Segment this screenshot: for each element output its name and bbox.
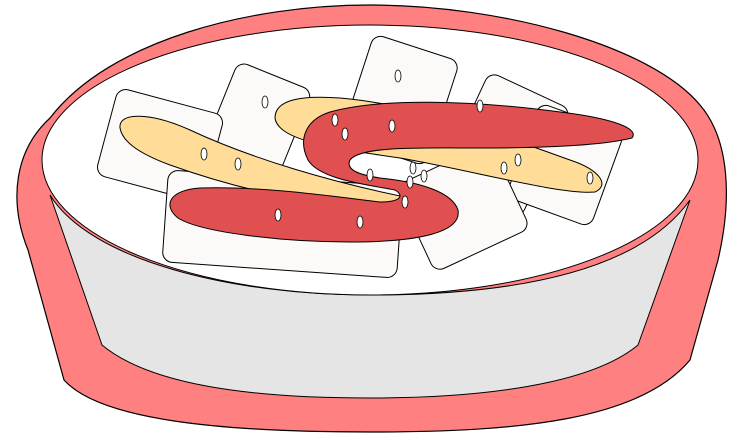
sesame-seed xyxy=(420,169,428,183)
sesame-seed xyxy=(331,113,339,127)
sesame-seeds xyxy=(200,69,594,229)
sesame-seed xyxy=(514,153,522,167)
sesame-seed xyxy=(261,95,269,109)
bowl-side-wall xyxy=(49,194,691,399)
red-strip xyxy=(169,101,634,243)
sesame-seed xyxy=(401,195,409,209)
sesame-seed xyxy=(366,168,374,182)
sesame-seed xyxy=(200,147,208,161)
sesame-seed xyxy=(406,175,414,189)
sesame-seed xyxy=(500,161,508,175)
sesame-seed xyxy=(394,69,402,83)
sesame-seed xyxy=(341,127,349,141)
sesame-seed xyxy=(388,119,396,133)
sesame-seed xyxy=(274,208,282,222)
sesame-seed xyxy=(234,157,242,171)
sesame-seed xyxy=(586,171,594,185)
sesame-seed xyxy=(356,215,364,229)
sesame-seed xyxy=(476,99,484,113)
sesame-seed xyxy=(409,161,417,175)
